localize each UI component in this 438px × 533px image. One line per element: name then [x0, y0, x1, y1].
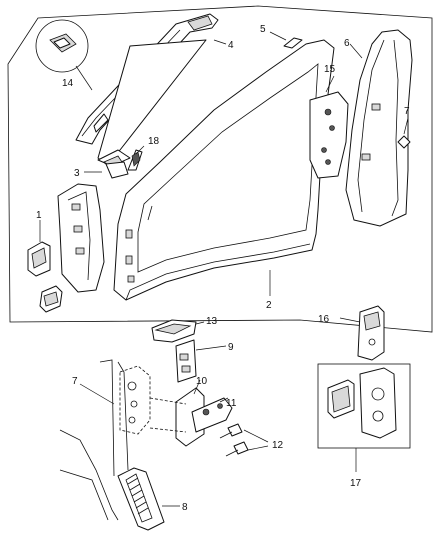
callout-7-lower: 7 [72, 376, 78, 387]
callout-9: 9 [228, 342, 234, 353]
callout-11: 11 [226, 398, 237, 409]
callout-2: 2 [266, 300, 272, 311]
callout-16: 16 [318, 314, 330, 325]
callout-3: 3 [74, 168, 80, 179]
callout-7-upper: 7 [404, 106, 410, 117]
part-3-inner-bracket [84, 39, 207, 179]
callout-18: 18 [148, 136, 160, 147]
callout-8: 8 [182, 502, 188, 513]
part-5-plug [269, 31, 303, 49]
callout-10: 10 [196, 376, 208, 387]
part-7-clip-upper [397, 117, 411, 149]
callout-4: 4 [228, 40, 234, 51]
part-7-pillar-panel-lower [59, 359, 151, 521]
part-17-detail-box [317, 363, 411, 472]
part-2-body-side-aperture [113, 39, 335, 301]
callout-17: 17 [350, 478, 362, 489]
part-12-bolts [219, 423, 269, 457]
part-6-b-pillar-outer [345, 29, 413, 227]
part-1-hinge-pillar-reinforcement [27, 183, 105, 313]
part-14-inset-detail [35, 19, 93, 91]
callout-6: 6 [344, 38, 350, 49]
part-9-hinge-plate [175, 339, 227, 383]
callout-5: 5 [260, 24, 266, 35]
part-18-small-bracket [127, 145, 145, 171]
callout-14: 14 [62, 78, 74, 89]
part-10-11-hinge-assembly [149, 379, 233, 447]
callout-1: 1 [36, 210, 42, 221]
part-8-vent-grille [117, 467, 180, 531]
callout-12: 12 [272, 440, 284, 451]
part-16-side-panel [339, 305, 385, 361]
part-15-b-pillar-reinforcement [309, 75, 349, 179]
callout-13: 13 [206, 316, 218, 327]
callout-15: 15 [324, 64, 336, 75]
part-13-hinge-bracket [151, 319, 205, 343]
